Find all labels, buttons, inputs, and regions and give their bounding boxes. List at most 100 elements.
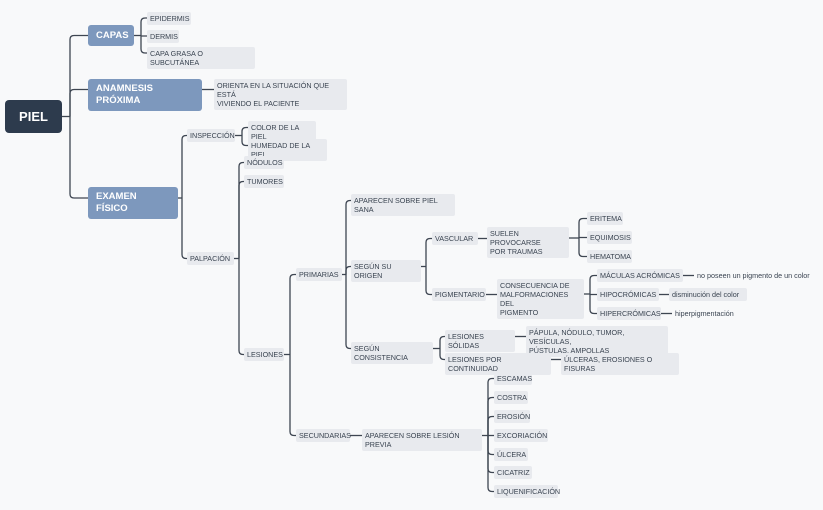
node-label: EQUIMOSIS [590, 233, 631, 242]
node-papula-nodulo-tumor-vesiculas-pustulas-a[interactable]: PÁPULA, NÓDULO, TUMOR, VESÍCULAS, PÚSTUL… [526, 326, 668, 357]
node-eritema[interactable]: ERITEMA [587, 212, 623, 225]
node-palpacion[interactable]: PALPACIÓN [187, 252, 234, 265]
node-label: DERMIS [150, 32, 178, 41]
node-cicatriz[interactable]: CICATRIZ [494, 466, 532, 479]
node-capas[interactable]: CAPAS [88, 25, 134, 46]
node-segun-su-origen[interactable]: SEGÚN SU ORIGEN [351, 260, 421, 282]
node-label: SUELEN PROVOCARSE POR TRAUMAS [490, 229, 543, 256]
node-liquenificacion[interactable]: LIQUENIFICACIÓN [494, 485, 561, 498]
node-label: PIGMENTARIO [435, 290, 485, 299]
connector-line [578, 236, 587, 239]
connector-line [289, 273, 296, 355]
node-label: disminución del color [672, 290, 740, 299]
connector-line [238, 180, 244, 259]
node-humedad-de-la-piel[interactable]: HUMEDAD DE LA PIEL [248, 139, 327, 161]
node-label: EROSIÓN [497, 412, 531, 421]
node-label: LESIONES SÓLIDAS [448, 332, 484, 350]
node-secundarias[interactable]: SECUNDARIAS [296, 429, 351, 442]
node-erosion[interactable]: EROSIÓN [494, 410, 530, 423]
node-label: INSPECCIÓN [190, 131, 235, 140]
node-hipercromicas[interactable]: HIPERCRÓMICAS [597, 307, 661, 320]
node-label: hiperpigmentación [675, 309, 734, 318]
node-hipocromicas[interactable]: HIPOCRÓMICAS [597, 288, 659, 301]
node-label: APARECEN SOBRE PIEL SANA [354, 196, 438, 214]
node-capa-grasa-o-subcutanea[interactable]: CAPA GRASA O SUBCUTÁNEA [147, 47, 255, 69]
node-label: HUMEDAD DE LA PIEL [251, 141, 310, 159]
node-label: EXCORIACIÓN [497, 431, 548, 440]
connector-line [345, 274, 351, 350]
node-inspeccion[interactable]: INSPECCIÓN [187, 129, 235, 142]
node-label: CICATRIZ [497, 468, 530, 477]
node-label: SECUNDARIAS [299, 431, 351, 440]
node-consecuencia-de-malformaciones-del-pigme[interactable]: CONSECUENCIA DE MALFORMACIONES DEL PIGME… [497, 279, 584, 319]
node-nodulos[interactable]: NÓDULOS [244, 156, 284, 169]
connector-line [345, 199, 351, 275]
node-excoriacion[interactable]: EXCORIACIÓN [494, 429, 548, 442]
node-label: MÁCULAS ACRÓMICAS [600, 271, 680, 280]
node-label: SEGÚN SU ORIGEN [354, 262, 392, 280]
node-lesiones-por-continuidad[interactable]: LESIONES POR CONTINUIDAD [445, 353, 551, 375]
node-epidermis[interactable]: EPIDERMIS [147, 12, 191, 25]
node-color-de-la-piel[interactable]: COLOR DE LA PIEL [248, 121, 316, 143]
node-label: PRIMARIAS [299, 270, 339, 279]
node-label: VASCULAR [435, 234, 474, 243]
node-label: ANAMNESIS PRÓXIMA [96, 83, 154, 106]
node-vascular[interactable]: VASCULAR [432, 232, 478, 245]
node-label: PÁPULA, NÓDULO, TUMOR, VESÍCULAS, PÚSTUL… [529, 328, 625, 355]
node-examen-fisico[interactable]: EXAMEN FÍSICO [88, 187, 178, 219]
node-label: LESIONES POR CONTINUIDAD [448, 355, 502, 373]
node-disminucion-del-color[interactable]: disminución del color [669, 288, 747, 301]
node-hematoma[interactable]: HEMATOMA [587, 250, 632, 263]
node-tumores[interactable]: TUMORES [244, 175, 284, 188]
node-label: EPIDERMIS [150, 14, 190, 23]
connector-line [439, 348, 445, 361]
node-label: CAPAS [96, 29, 129, 41]
node-hiperpigmentacion[interactable]: hiperpigmentación [672, 307, 742, 320]
connector-line [589, 294, 597, 315]
node-label: ORIENTA EN LA SITUACIÓN QUE ESTÁ VIVIEND… [217, 81, 330, 108]
node-ulceras-erosiones-o-fisuras[interactable]: ÚLCERAS, EROSIONES O FISURAS [561, 353, 679, 375]
connector-line [289, 354, 296, 437]
node-label: PALPACIÓN [190, 254, 231, 263]
connector-line [241, 126, 248, 136]
node-orienta-en-la-situacion-que-esta-viviend[interactable]: ORIENTA EN LA SITUACIÓN QUE ESTÁ VIVIEND… [214, 79, 347, 110]
node-segun-consistencia[interactable]: SEGÚN CONSISTENCIA [351, 342, 433, 364]
connector-line [140, 35, 147, 54]
node-label: PIEL [19, 108, 48, 124]
connector-line [345, 265, 351, 275]
node-label: HIPERCRÓMICAS [600, 309, 661, 318]
node-ulcera[interactable]: ÚLCERA [494, 448, 528, 461]
node-lesiones-solidas[interactable]: LESIONES SÓLIDAS [445, 330, 515, 352]
connector-line [425, 266, 432, 296]
node-label: CAPA GRASA O SUBCUTÁNEA [150, 49, 203, 67]
node-label: LIQUENIFICACIÓN [497, 487, 561, 496]
connector-line [69, 88, 88, 117]
node-aparecen-sobre-lesion-previa[interactable]: APARECEN SOBRE LESIÓN PREVIA [362, 429, 482, 451]
connector-line [181, 198, 187, 260]
connector-line [238, 161, 244, 259]
connector-line [69, 116, 88, 199]
connector-line [578, 238, 587, 258]
node-dermis[interactable]: DERMIS [147, 30, 179, 43]
connector-line [140, 17, 147, 36]
node-no-poseen-un-pigmento-de-un-color[interactable]: no poseen un pigmento de un color [694, 269, 819, 282]
node-escamas[interactable]: ESCAMAS [494, 372, 532, 385]
node-primarias[interactable]: PRIMARIAS [296, 268, 342, 281]
root-node[interactable]: PIEL [5, 100, 62, 133]
node-aparecen-sobre-piel-sana[interactable]: APARECEN SOBRE PIEL SANA [351, 194, 455, 216]
node-label: APARECEN SOBRE LESIÓN PREVIA [365, 431, 460, 449]
node-suelen-provocarse-por-traumas[interactable]: SUELEN PROVOCARSE POR TRAUMAS [487, 227, 569, 258]
node-label: HIPOCRÓMICAS [600, 290, 657, 299]
node-pigmentario[interactable]: PIGMENTARIO [432, 288, 486, 301]
node-label: CONSECUENCIA DE MALFORMACIONES DEL PIGME… [500, 281, 570, 317]
node-costra[interactable]: COSTRA [494, 391, 528, 404]
node-equimosis[interactable]: EQUIMOSIS [587, 231, 632, 244]
node-anamnesis-proxima[interactable]: ANAMNESIS PRÓXIMA [88, 79, 202, 111]
node-label: COLOR DE LA PIEL [251, 123, 299, 141]
node-label: ÚLCERA [497, 450, 527, 459]
connector-line [241, 135, 248, 147]
node-lesiones[interactable]: LESIONES [244, 348, 284, 361]
connector-line [181, 134, 187, 198]
node-maculas-acromicas[interactable]: MÁCULAS ACRÓMICAS [597, 269, 683, 282]
